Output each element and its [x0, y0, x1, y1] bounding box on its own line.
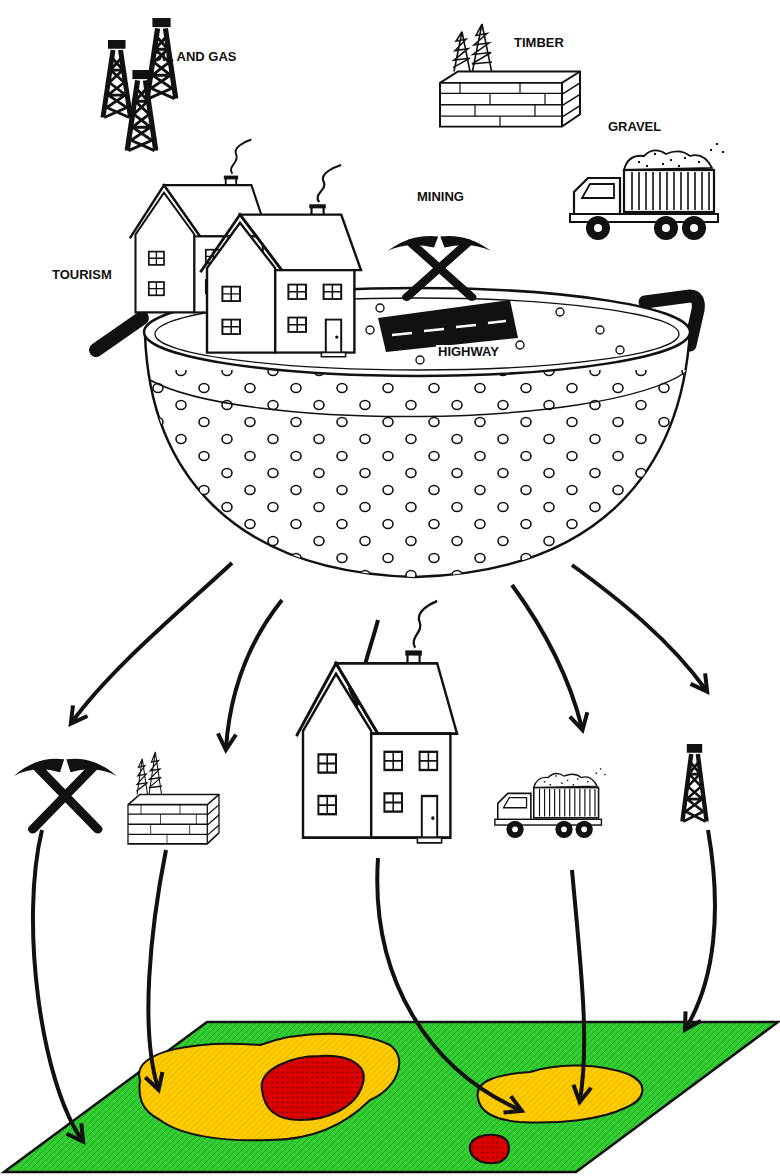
oil-derrick	[682, 744, 706, 822]
resource-label: OIL AND GAS	[150, 50, 239, 65]
resource-label: MINING	[415, 190, 466, 205]
land-map	[4, 1022, 778, 1172]
mining-picks	[388, 236, 491, 297]
oil-derricks	[103, 18, 176, 151]
resource-label: TOURISM	[50, 268, 114, 283]
resource-label: HIGHWAY	[436, 345, 501, 360]
gravel-truck	[570, 144, 724, 240]
house-icon	[200, 165, 361, 357]
resource-label: TIMBER	[512, 36, 566, 51]
resource-label: GRAVEL	[606, 120, 663, 135]
colander	[96, 288, 700, 590]
gravel-truck	[495, 769, 606, 838]
timber-icon	[128, 752, 219, 844]
timber-icon	[440, 24, 580, 127]
house-icon	[296, 601, 457, 843]
impact-arrows	[33, 830, 715, 1140]
mining-picks	[14, 759, 117, 829]
